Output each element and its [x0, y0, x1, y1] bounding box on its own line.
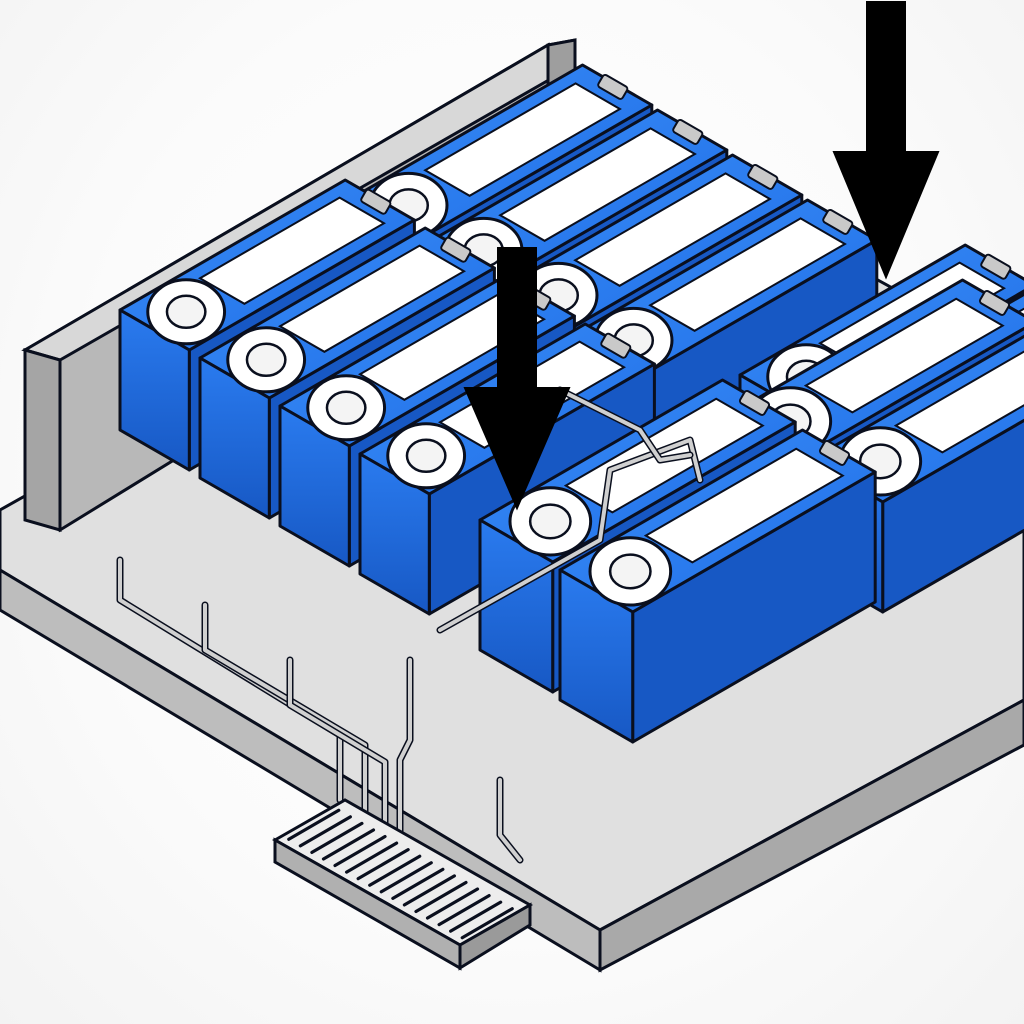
- cell-busbar-tab: [747, 163, 779, 190]
- cell-label: [197, 196, 387, 305]
- down-arrow-shape: [463, 247, 571, 511]
- connector-pin: [402, 874, 457, 907]
- down-arrow-shape: [832, 1, 940, 280]
- tray-front-right: [598, 698, 1024, 973]
- cell-terminal-post: [165, 294, 207, 330]
- connector-pin: [298, 815, 352, 848]
- cell-terminal-post: [325, 390, 367, 426]
- cell-label: [498, 127, 697, 242]
- sense-wire: [438, 438, 702, 632]
- sense-wire: [398, 658, 412, 852]
- connector-pin: [368, 854, 422, 887]
- indicator-arrows: [463, 1, 940, 511]
- down-arrow: [463, 247, 571, 511]
- ribbon-connector: [271, 798, 534, 971]
- connector-pin: [379, 861, 433, 894]
- cell-terminal-post: [405, 438, 447, 474]
- sense-wire: [203, 603, 367, 822]
- battery-cells: [118, 63, 1024, 744]
- sense-wire-harness: [116, 386, 704, 864]
- cell-label: [803, 297, 1005, 414]
- cell-label: [423, 82, 622, 197]
- connector-pin: [333, 834, 387, 868]
- cell-busbar-tab: [978, 289, 1011, 316]
- cell-terminal-post: [608, 553, 652, 590]
- cell-busbar-tab: [980, 253, 1012, 280]
- battery-cell: [558, 428, 877, 744]
- connector-pin: [449, 900, 503, 933]
- cell-busbar-tab: [738, 389, 771, 416]
- connector-front: [273, 837, 462, 971]
- connector-pin: [391, 867, 445, 900]
- connector-pin: [287, 808, 341, 841]
- sense-wire: [558, 388, 692, 462]
- wall-left-end: [23, 348, 62, 532]
- connector-pin: [425, 887, 480, 920]
- cell-busbar-tab: [440, 236, 472, 263]
- cell-busbar-tab: [597, 73, 629, 100]
- connector-pin: [437, 893, 491, 927]
- cell-busbar-tab: [818, 439, 851, 466]
- sense-wire: [498, 778, 522, 862]
- cell-label: [648, 217, 847, 332]
- connector-pin: [356, 848, 410, 881]
- sense-wire: [288, 658, 387, 842]
- connector-pin: [344, 841, 399, 874]
- connector-pin: [310, 821, 364, 855]
- connector-pin: [460, 907, 514, 940]
- connector-pin: [321, 828, 376, 861]
- cell-label: [573, 172, 772, 287]
- cell-label: [277, 244, 467, 353]
- cell-label: [893, 350, 1024, 454]
- cell-busbar-tab: [822, 208, 854, 235]
- connector-pin: [414, 880, 468, 914]
- cell-busbar-tab: [672, 118, 704, 145]
- cell-busbar-tab: [360, 188, 392, 215]
- cell-terminal-post: [528, 503, 572, 540]
- cell-label: [643, 447, 845, 564]
- cell-label: [563, 397, 765, 514]
- down-arrow: [832, 1, 940, 280]
- cell-terminal-post: [245, 342, 287, 378]
- cell-busbar-tab: [600, 332, 632, 359]
